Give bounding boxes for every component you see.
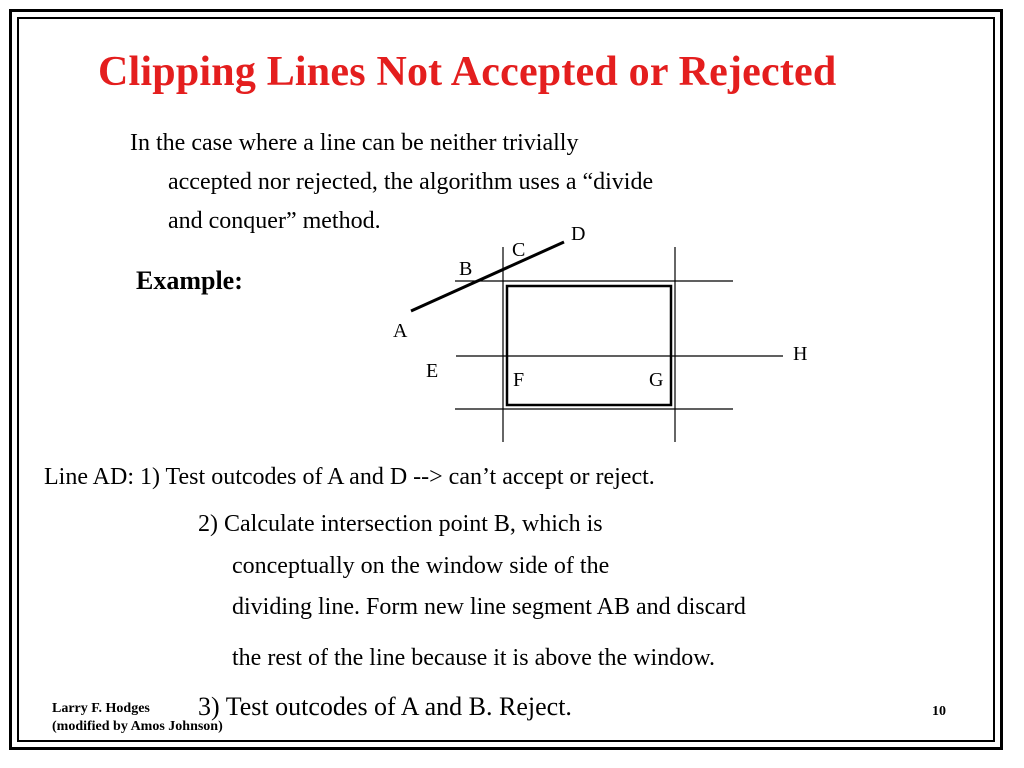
label-d: D	[571, 223, 585, 245]
step-3: 3) Test outcodes of A and B. Reject.	[198, 692, 572, 721]
intro-line-1: In the case where a line can be neither …	[130, 130, 579, 156]
intro-line-3: and conquer” method.	[168, 208, 381, 234]
inner-border	[17, 17, 995, 742]
step-2-line-2: conceptually on the window side of the	[232, 553, 610, 579]
author-modified: (modified by Amos Johnson)	[52, 719, 223, 734]
step-2-line-3: dividing line. Form new line segment AB …	[232, 594, 746, 620]
label-a: A	[393, 320, 408, 342]
label-f: F	[513, 369, 524, 391]
label-e: E	[426, 360, 438, 382]
label-h: H	[793, 343, 807, 365]
step-2-line-1: 2) Calculate intersection point B, which…	[198, 511, 603, 537]
intro-paragraph: In the case where a line can be neither …	[130, 124, 653, 241]
intro-line-2: accepted nor rejected, the algorithm use…	[168, 169, 654, 195]
page-number: 10	[932, 704, 946, 719]
label-c: C	[512, 239, 525, 261]
example-label: Example:	[136, 266, 243, 295]
slide-title: Clipping Lines Not Accepted or Rejected	[98, 49, 837, 95]
footer-author: Larry F. Hodges (modified by Amos Johnso…	[52, 700, 223, 736]
author-name: Larry F. Hodges	[52, 701, 150, 716]
line-ad	[410, 240, 565, 313]
outer-border	[9, 9, 1003, 750]
label-b: B	[459, 258, 472, 280]
label-g: G	[649, 369, 663, 391]
clip-window	[505, 284, 673, 407]
step-1-line-ad: Line AD: 1) Test outcodes of A and D -->…	[44, 464, 655, 490]
step-2-line-4: the rest of the line because it is above…	[232, 645, 715, 671]
